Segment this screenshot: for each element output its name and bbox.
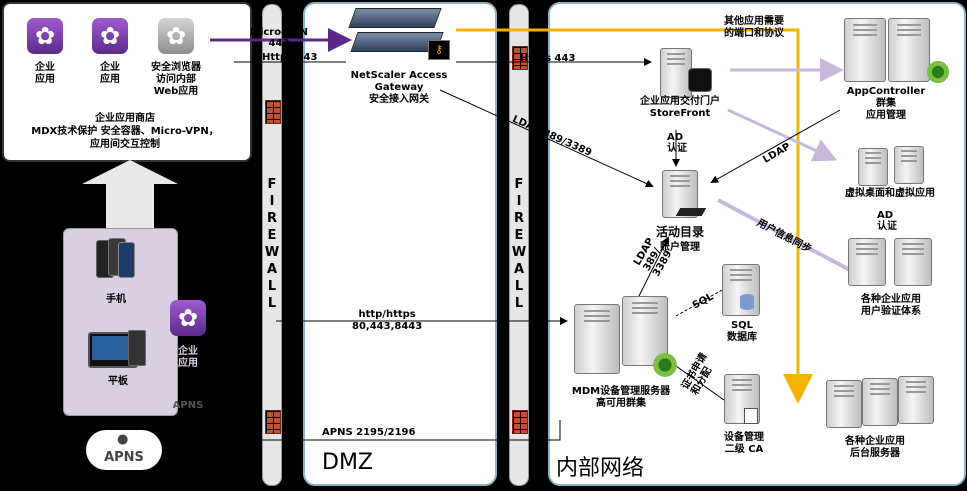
- firewall-2-brick-top: [512, 46, 528, 70]
- enterprise-app-label-1: 企业 应用: [35, 62, 55, 85]
- enterprise-app-icon-2[interactable]: ✿: [92, 18, 128, 54]
- firewall-2: [509, 4, 529, 486]
- appcontroller-server-1[interactable]: [844, 18, 886, 82]
- tablet-icon: [88, 330, 146, 368]
- enterprise-app-label-2: 企业 应用: [100, 62, 120, 85]
- apns-small-label: APNS: [172, 400, 204, 411]
- auth-server-2[interactable]: [894, 238, 932, 286]
- auth-system-label: 各种企业应用 用户验证体系: [861, 294, 921, 317]
- netscaler-label: NetScaler Access Gateway 安全接入网关: [350, 70, 448, 105]
- mdm-label: MDM设备管理服务器 高可用群集: [571, 386, 671, 409]
- other-app-ports-label: 其他应用需要 的端口和协议: [724, 16, 784, 39]
- ad-sublabel: 账户管理: [660, 242, 700, 253]
- phone-label: 手机: [106, 294, 126, 305]
- phone-icon: [96, 238, 135, 280]
- mdm-gear-icon: [650, 350, 680, 380]
- certificate-icon: [744, 408, 758, 424]
- store-caption: 企业应用商店 MDX技术保护 安全容器、Micro-VPN， 应用间交互控制: [31, 113, 219, 150]
- https443-left-label: Https 443: [262, 52, 318, 63]
- secure-browser-label: 安全浏览器 访问内部 Web应用: [151, 62, 201, 97]
- appcontroller-server-2[interactable]: [888, 18, 930, 82]
- http-https-label: http/https 80,443,8443: [352, 309, 423, 332]
- tablet-label: 平板: [108, 376, 128, 387]
- internal-label: 内部网络: [556, 456, 645, 481]
- micro-vpn-label: Micro-VPN 443: [250, 27, 308, 49]
- firewall-1-brick-bottom: [265, 410, 281, 434]
- key-icon: ⚷: [428, 40, 450, 60]
- dmz-label: DMZ: [322, 450, 373, 475]
- ad-auth-label-2: AD 认证: [877, 210, 897, 232]
- up-arrow: [82, 160, 178, 184]
- side-enterprise-app-icon[interactable]: ✿: [170, 300, 206, 336]
- vdi-server-1[interactable]: [858, 148, 888, 186]
- apns-cloud: [86, 430, 162, 470]
- vdi-server-2[interactable]: [894, 146, 924, 184]
- storefront-label: 企业应用交付门户 StoreFront: [640, 96, 720, 119]
- keyboard-icon: [675, 208, 707, 216]
- appcontroller-gear-icon: [924, 58, 952, 86]
- ad-label: 活动目录: [655, 225, 704, 239]
- firewall-1-brick-top: [265, 100, 281, 124]
- firewall-2-brick-bottom: [512, 410, 528, 434]
- auth-server-1[interactable]: [848, 238, 886, 286]
- secure-browser-icon[interactable]: ✿: [158, 18, 194, 54]
- storefront-badge-icon: [688, 68, 712, 92]
- apns-port-label: APNS 2195/2196: [322, 427, 416, 438]
- vdi-label: 虚拟桌面和虚拟应用: [845, 188, 935, 199]
- https443-right-label: Https 443: [520, 53, 576, 64]
- dmz-zone: [303, 2, 497, 486]
- backend-server-3[interactable]: [898, 376, 934, 424]
- mdm-server-1[interactable]: [574, 304, 620, 374]
- firewall-1: [262, 4, 282, 486]
- ca-label: 设备管理 二级 CA: [724, 432, 764, 455]
- appcontroller-label: AppController 群集 应用管理: [846, 86, 926, 121]
- backend-label: 各种企业应用 后台服务器: [845, 436, 905, 459]
- apple-icon: ●: [117, 432, 129, 447]
- sql-db-label: SQL 数据库: [727, 320, 757, 343]
- backend-server-1[interactable]: [826, 380, 862, 428]
- apns-cloud-label: APNS: [104, 450, 144, 465]
- database-icon: [740, 294, 754, 310]
- enterprise-app-icon-1[interactable]: ✿: [27, 18, 63, 54]
- backend-server-2[interactable]: [862, 378, 898, 426]
- storefront-server[interactable]: [660, 48, 692, 98]
- side-enterprise-app-label: 企业 应用: [178, 346, 198, 369]
- up-arrow-shaft: [106, 184, 154, 228]
- ad-auth-label-1: AD 认证: [667, 132, 687, 154]
